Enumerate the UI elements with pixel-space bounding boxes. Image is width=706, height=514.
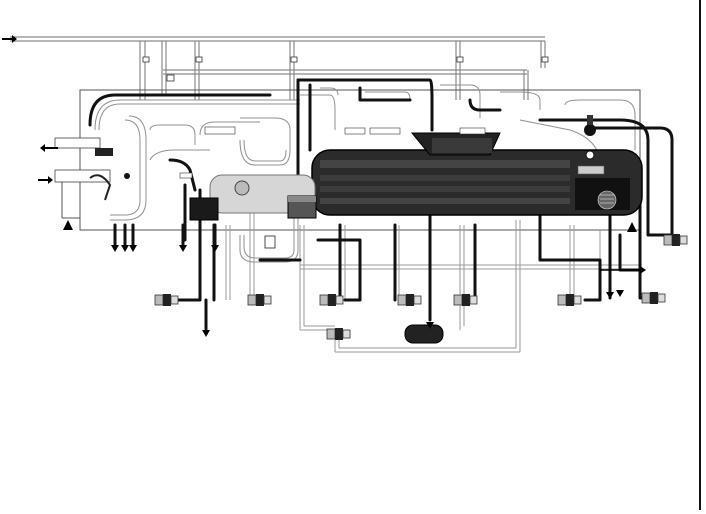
- bottom-receiver: [404, 324, 444, 344]
- pump-icon: [557, 294, 582, 306]
- drain-arrow-icon: [111, 245, 119, 252]
- valve-icon: [290, 56, 298, 63]
- pump-icon: [326, 328, 351, 340]
- left-manifold: [54, 137, 130, 201]
- outlet-arrow-icon: [40, 144, 58, 152]
- pump-icon: [453, 294, 478, 306]
- pump-group: [154, 234, 688, 340]
- agitator-unit: [577, 115, 605, 175]
- heat-exchanger-icon: [597, 190, 617, 210]
- drain-arrow-icon: [426, 322, 434, 329]
- top-feed-header: [10, 36, 546, 100]
- heater-boxes: [189, 195, 317, 221]
- valve-icon: [142, 56, 150, 63]
- pump-icon: [154, 294, 179, 306]
- light-drop-lines: [225, 200, 640, 353]
- outlet-arrow-icon: [600, 266, 646, 274]
- support-triangle-icon: [627, 222, 637, 232]
- drain-group: [111, 245, 624, 337]
- drain-arrow-icon: [121, 245, 129, 252]
- pump-icon: [641, 292, 666, 304]
- drain-arrow-icon: [616, 290, 624, 297]
- drain-arrow-icon: [179, 245, 187, 252]
- drain-arrow-icon: [211, 245, 219, 252]
- drain-arrow-icon: [606, 292, 614, 299]
- header-valves: [142, 56, 549, 82]
- valve-icon: [166, 74, 175, 82]
- pump-icon: [247, 294, 272, 306]
- inlet-arrow-icon: [2, 35, 17, 43]
- main-vessel: [311, 149, 643, 216]
- pump-icon: [397, 294, 422, 306]
- valve-icon: [195, 56, 203, 63]
- pump-icon: [319, 294, 344, 306]
- pump-icon: [663, 234, 688, 246]
- drain-arrow-icon: [202, 330, 210, 337]
- instrument-strips: [179, 126, 486, 179]
- valve-icon: [264, 235, 276, 249]
- drain-arrow-icon: [129, 245, 137, 252]
- valve-icon: [456, 56, 464, 63]
- valve-icon: [541, 56, 549, 63]
- support-triangle-icon: [63, 220, 73, 230]
- light-pipes: [94, 84, 636, 263]
- inlet-arrow-icon: [38, 176, 53, 184]
